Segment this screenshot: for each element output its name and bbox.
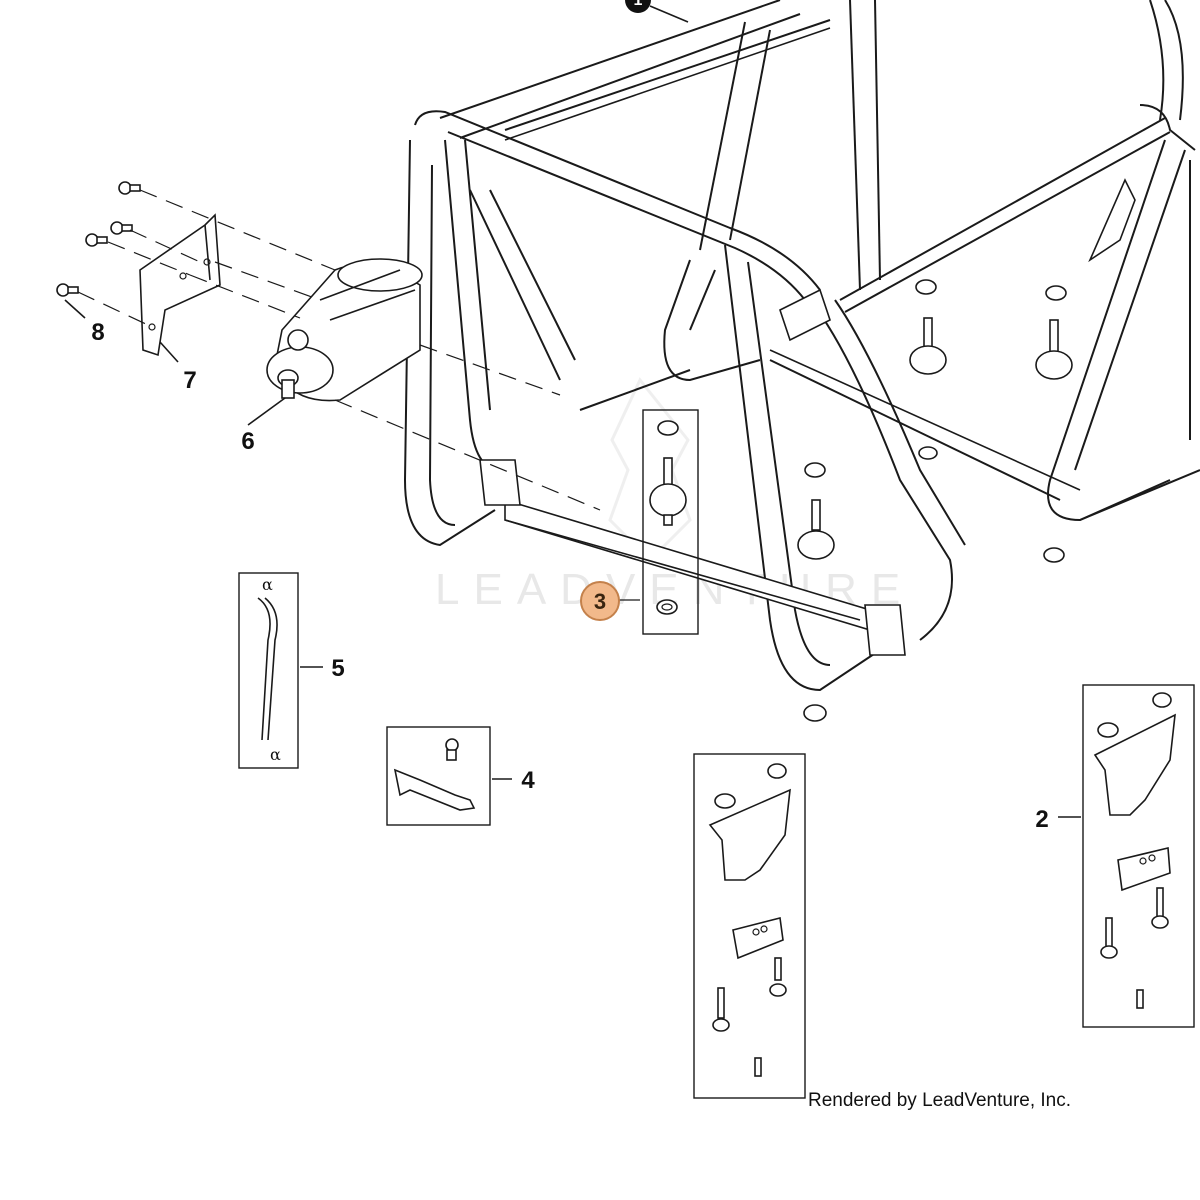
callout-1-marker: [625, 0, 651, 13]
highlight-circle: [580, 581, 620, 621]
part-2-mount-bracket-kit[interactable]: [1082, 684, 1195, 1028]
engine-mount-frame: [797, 317, 1073, 560]
callout-8-label: 8: [91, 319, 104, 346]
part-3-engine-mount-kit[interactable]: [642, 409, 699, 635]
part-8-bolts[interactable]: [56, 181, 141, 297]
part-6-canister[interactable]: [266, 258, 423, 402]
callout-3-label: 3: [594, 589, 606, 614]
assembly-guide-lines: [77, 189, 601, 511]
callout-4-label: 4: [521, 767, 535, 794]
callout-6-label: 6: [241, 428, 254, 455]
clamp-symbol-icon: α: [270, 745, 281, 764]
render-credit: Rendered by LeadVenture, Inc.: [808, 1090, 1072, 1111]
callout-7-label: 7: [183, 367, 196, 394]
callout-2-label: 2: [1035, 806, 1048, 833]
part-5-hose[interactable]: α α: [238, 572, 299, 769]
part-4-bracket[interactable]: [386, 726, 491, 826]
watermark-logo-icon: [608, 377, 692, 563]
clamp-symbol-icon: α: [262, 575, 273, 594]
frame-assembly[interactable]: [403, 0, 1200, 692]
callout-1-label: 1: [634, 0, 643, 9]
part-7-bracket[interactable]: [139, 213, 221, 357]
mount-bracket-kit[interactable]: [693, 753, 806, 1099]
callout-3-highlight[interactable]: 3: [580, 581, 620, 621]
callout-5-label: 5: [331, 655, 344, 682]
frame-nuts: [803, 279, 1067, 722]
